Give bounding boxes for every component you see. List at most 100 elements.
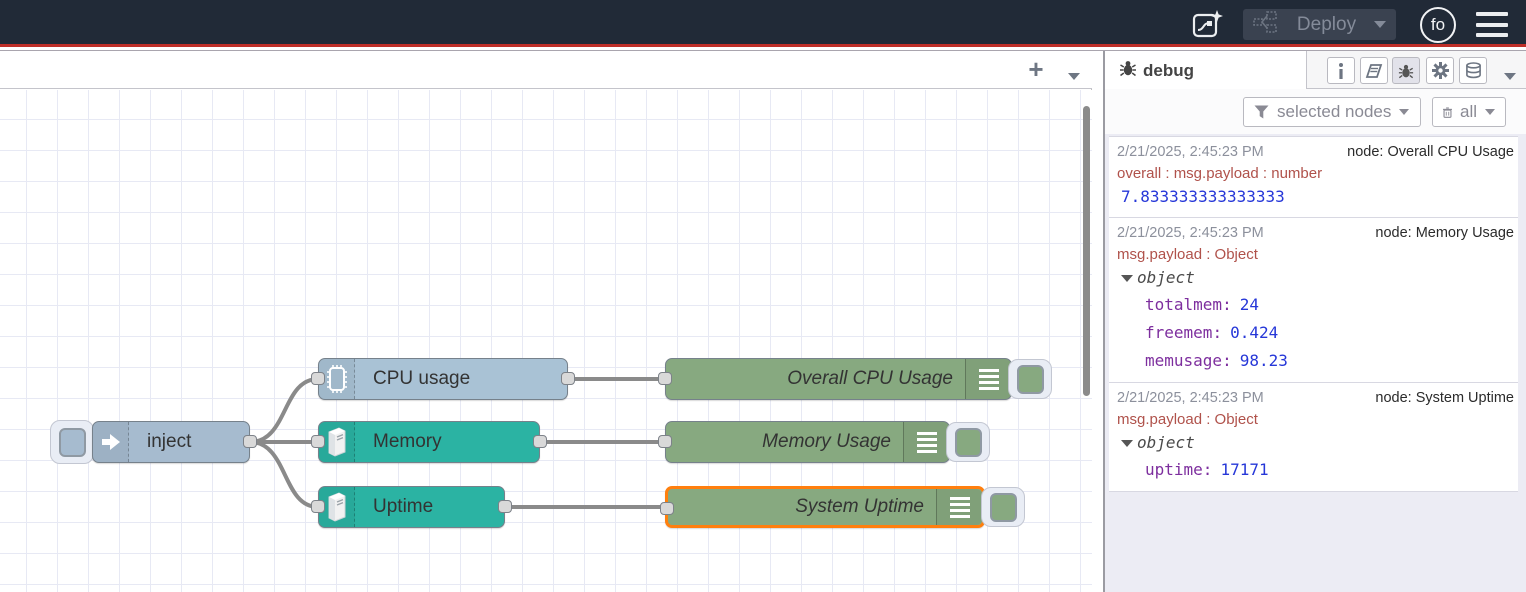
deploy-button[interactable]: Deploy — [1243, 9, 1396, 40]
inject-trigger-inner — [59, 428, 86, 457]
input-port[interactable] — [660, 502, 674, 515]
object-field: memusage 98.23 — [1117, 347, 1514, 375]
debug-message[interactable]: node: Memory Usage 2/21/2025, 2:45:23 PM… — [1109, 218, 1518, 383]
collapse-caret-icon[interactable] — [1121, 275, 1133, 282]
tab-debug[interactable]: debug — [1105, 51, 1307, 90]
object-row: object — [1117, 265, 1514, 291]
wire[interactable] — [248, 440, 320, 509]
message-meta: node: Memory Usage 2/21/2025, 2:45:23 PM — [1117, 223, 1514, 244]
output-port[interactable] — [533, 435, 547, 448]
debug-clear-button[interactable]: all — [1432, 97, 1506, 127]
message-source: node: Memory Usage — [1375, 225, 1514, 241]
field-key: freemem — [1145, 323, 1222, 342]
message-timestamp: 2/21/2025, 2:45:23 PM — [1117, 225, 1264, 241]
inject-trigger-button[interactable] — [50, 420, 94, 464]
node-label: System Uptime — [795, 496, 924, 517]
collapse-caret-icon[interactable] — [1121, 440, 1133, 447]
node-debug-uptime[interactable]: System Uptime — [660, 486, 985, 528]
input-port[interactable] — [311, 372, 325, 385]
tab-help-button[interactable] — [1360, 57, 1388, 84]
sidebar-menu-caret-icon[interactable] — [1504, 67, 1516, 85]
object-field: freemem 0.424 — [1117, 319, 1514, 347]
deploy-icon — [1253, 10, 1279, 39]
wires-layer — [248, 377, 667, 509]
debug-filter-button[interactable]: selected nodes — [1243, 97, 1421, 127]
sidebar-splitter[interactable] — [1093, 51, 1105, 592]
node-debug-overall-cpu[interactable]: Overall CPU Usage — [658, 358, 1012, 400]
node-cpu-usage[interactable]: CPU usage — [311, 358, 575, 400]
input-port[interactable] — [658, 435, 672, 448]
field-value: 0.424 — [1230, 323, 1279, 342]
output-port[interactable] — [561, 372, 575, 385]
main-menu-button[interactable] — [1476, 12, 1508, 37]
tab-context-button[interactable] — [1459, 57, 1487, 84]
field-key: totalmem — [1145, 295, 1232, 314]
debug-toggle-inner — [990, 493, 1017, 522]
debug-list-icon — [903, 422, 949, 462]
deploy-caret-icon[interactable] — [1374, 21, 1386, 28]
workspace-pane: + — [0, 51, 1092, 592]
deploy-label: Deploy — [1296, 13, 1357, 35]
ai-assistant-icon[interactable] — [1191, 8, 1223, 40]
field-value: 98.23 — [1239, 351, 1288, 370]
debug-toggle-button[interactable] — [981, 487, 1025, 527]
debug-list-icon — [936, 489, 982, 525]
filter-label: selected nodes — [1277, 102, 1392, 121]
tab-config-button[interactable] — [1426, 57, 1454, 84]
debug-toolbar: selected nodes all — [1105, 89, 1526, 134]
message-path: msg.payload : Object — [1117, 411, 1258, 428]
debug-toggle-button[interactable] — [1008, 359, 1052, 399]
clear-label: all — [1459, 102, 1477, 121]
tab-info-button[interactable] — [1327, 57, 1355, 84]
wire[interactable] — [248, 377, 320, 444]
message-path: msg.payload : Object — [1117, 246, 1258, 263]
header-bar: Deploy fo — [0, 0, 1526, 47]
node-label: CPU usage — [373, 368, 471, 389]
debug-toggle-inner — [955, 428, 982, 457]
node-uptime[interactable]: Uptime — [311, 486, 512, 528]
debug-list-icon — [965, 359, 1011, 399]
input-port[interactable] — [658, 372, 672, 385]
debug-toggle-button[interactable] — [946, 422, 990, 462]
computer-tower-icon — [319, 422, 355, 462]
sidebar: debug — [1105, 51, 1526, 592]
node-memory[interactable]: Memory — [311, 421, 547, 463]
flow-tabbar: + — [0, 51, 1092, 89]
tab-debug-button[interactable] — [1392, 57, 1420, 84]
debug-message[interactable]: node: System Uptime 2/21/2025, 2:45:23 P… — [1109, 383, 1518, 492]
node-label: Memory Usage — [762, 431, 891, 452]
node-label: Uptime — [373, 496, 434, 517]
field-value: 17171 — [1220, 460, 1269, 479]
avatar-initials: fo — [1430, 15, 1446, 34]
canvas-vertical-scrollbar[interactable] — [1083, 106, 1090, 396]
message-value: 7.833333333333333 — [1121, 187, 1285, 206]
flow-list-caret-icon[interactable] — [1068, 67, 1080, 85]
node-inject[interactable]: inject — [92, 421, 257, 463]
input-port[interactable] — [311, 500, 325, 513]
node-label: inject — [147, 431, 192, 452]
object-field: totalmem24 — [1117, 291, 1514, 319]
object-label: object — [1137, 433, 1195, 452]
output-port[interactable] — [498, 500, 512, 513]
message-path: overall : msg.payload : number — [1117, 165, 1323, 182]
node-debug-memory[interactable]: Memory Usage — [658, 421, 950, 463]
object-field: uptime17171 — [1117, 456, 1514, 484]
user-avatar[interactable]: fo — [1420, 7, 1456, 43]
debug-message[interactable]: node: Overall CPU Usage 2/21/2025, 2:45:… — [1109, 136, 1518, 218]
node-label: Overall CPU Usage — [787, 368, 953, 389]
output-port[interactable] — [243, 435, 257, 448]
object-row: object — [1117, 430, 1514, 456]
input-port[interactable] — [311, 435, 325, 448]
field-key: memusage — [1145, 351, 1232, 370]
tab-debug-label: debug — [1143, 60, 1194, 80]
clear-caret-icon — [1485, 109, 1495, 115]
debug-message-list: node: Overall CPU Usage 2/21/2025, 2:45:… — [1105, 134, 1526, 592]
filter-funnel-icon — [1254, 105, 1269, 119]
message-source: node: Overall CPU Usage — [1347, 144, 1514, 160]
sidebar-tab-header: debug — [1105, 51, 1526, 90]
trash-icon — [1443, 106, 1452, 118]
add-flow-button[interactable]: + — [1028, 54, 1044, 84]
cpu-chip-icon — [319, 359, 355, 399]
flow-canvas[interactable]: inject — [0, 90, 1092, 592]
